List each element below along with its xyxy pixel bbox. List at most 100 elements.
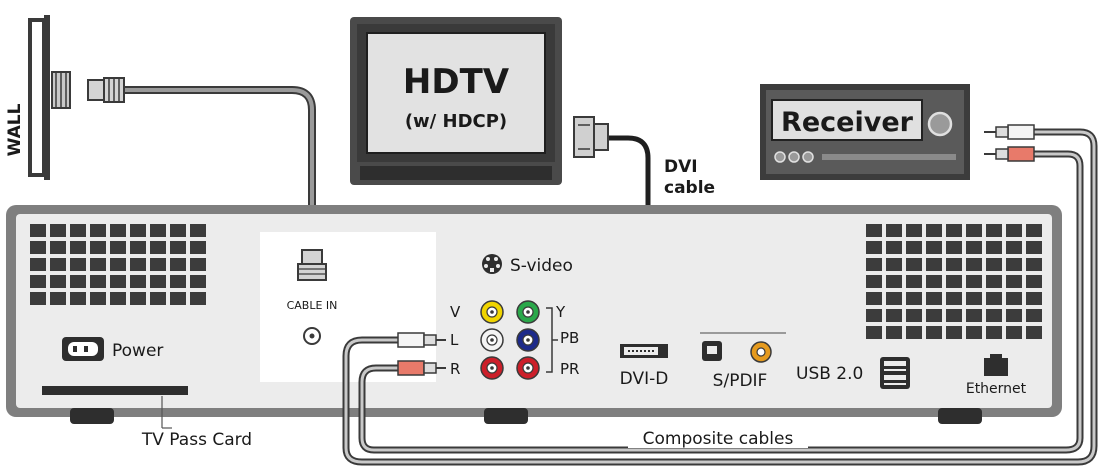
vent-slot (906, 309, 922, 322)
rca-plug-red-panel (397, 360, 446, 376)
vent-slot (1026, 258, 1042, 271)
vent-slot (1026, 275, 1042, 288)
vent-slot (110, 241, 126, 254)
vent-slot (130, 275, 146, 288)
vent-slot (986, 309, 1002, 322)
vent-slot (906, 326, 922, 339)
vent-slot (946, 309, 962, 322)
vent-slot (926, 241, 942, 254)
vent-slot (926, 292, 942, 305)
receiver: Receiver (760, 84, 970, 180)
vent-slot (150, 292, 166, 305)
vent-slot (966, 292, 982, 305)
vent-slot (50, 292, 66, 305)
vent-slot (1006, 309, 1022, 322)
back-panel: CABLE IN Power TV Pass Card (6, 205, 1062, 450)
vent-slot (190, 292, 206, 305)
vent-slot (50, 275, 66, 288)
vent-slot (946, 275, 962, 288)
cable-in-label: CABLE IN (287, 299, 338, 312)
dvid-port (620, 344, 668, 358)
vent-slot (130, 224, 146, 237)
spdif-coax-port (750, 341, 772, 363)
vent-slot (130, 241, 146, 254)
hdtv: HDTV (w/ HDCP) (350, 17, 562, 185)
vent-slot (1026, 292, 1042, 305)
receiver-label: Receiver (781, 107, 914, 138)
vent-slot (150, 224, 166, 237)
vent-slot (986, 224, 1002, 237)
vent-slot (906, 241, 922, 254)
vent-slot (926, 309, 942, 322)
vent-slot (886, 326, 902, 339)
vent-slot (886, 224, 902, 237)
vent-slot (110, 258, 126, 271)
vent-slot (110, 224, 126, 237)
vent-slot (1006, 241, 1022, 254)
vent-slot (946, 292, 962, 305)
vent-slot (170, 241, 186, 254)
dvi-cable-label-line2: cable (664, 178, 715, 198)
vent-slot (966, 241, 982, 254)
svideo-icon (482, 254, 502, 274)
vent-slot (926, 258, 942, 271)
rca-plug-white-receiver (984, 124, 1035, 140)
vent-slot (926, 224, 942, 237)
cable-in-port (303, 327, 321, 345)
vent-slot (986, 241, 1002, 254)
dvi-cable-label-line1: DVI (664, 157, 698, 177)
vent-slot (866, 309, 882, 322)
jack-r-red (480, 356, 504, 380)
jack-l-white (480, 328, 504, 352)
vent-slot (866, 224, 882, 237)
vent-slot (50, 224, 66, 237)
jack-label-r: R (450, 360, 460, 378)
dvid-label: DVI-D (620, 369, 669, 389)
vent-slot (1026, 326, 1042, 339)
spdif-optical-port (702, 341, 722, 361)
vent-slot (150, 258, 166, 271)
vent-slot (1026, 224, 1042, 237)
vent-slot (986, 258, 1002, 271)
vent-slot (110, 275, 126, 288)
vent-slot (866, 275, 882, 288)
tv-pass-card-label: TV Pass Card (141, 430, 252, 450)
jack-label-l: L (450, 331, 459, 349)
ethernet-label: Ethernet (966, 381, 1027, 397)
power-port (62, 337, 104, 361)
vent-slot (966, 258, 982, 271)
vent-slot (90, 241, 106, 254)
vent-slot (946, 326, 962, 339)
vent-slot (70, 241, 86, 254)
foot-center (484, 408, 528, 424)
vent-slot (150, 241, 166, 254)
foot-right (938, 408, 982, 424)
vent-slot (886, 258, 902, 271)
vent-slot (190, 275, 206, 288)
jack-label-pb: PB (560, 329, 579, 347)
vent-slot (190, 258, 206, 271)
vent-slot (906, 292, 922, 305)
jack-pb-blue (516, 328, 540, 352)
coax-plug (297, 249, 327, 281)
vent-slot (966, 309, 982, 322)
power-label: Power (112, 341, 163, 361)
jack-y-green (516, 300, 540, 324)
vent-slot (1006, 275, 1022, 288)
vent-slot (70, 292, 86, 305)
usb-port (880, 357, 910, 389)
vent-slot (866, 326, 882, 339)
vent-slot (170, 258, 186, 271)
ethernet-port (984, 354, 1008, 376)
vent-slot (866, 241, 882, 254)
vent-slot (1006, 326, 1022, 339)
composite-cables-label: Composite cables (643, 429, 794, 449)
composite-cables: Composite cables (342, 124, 1098, 466)
vent-slot (90, 292, 106, 305)
vent-slot (70, 258, 86, 271)
coax-cable (87, 77, 316, 250)
rca-plug-white-panel (397, 332, 446, 348)
vent-slot (866, 258, 882, 271)
vent-slot (30, 224, 46, 237)
